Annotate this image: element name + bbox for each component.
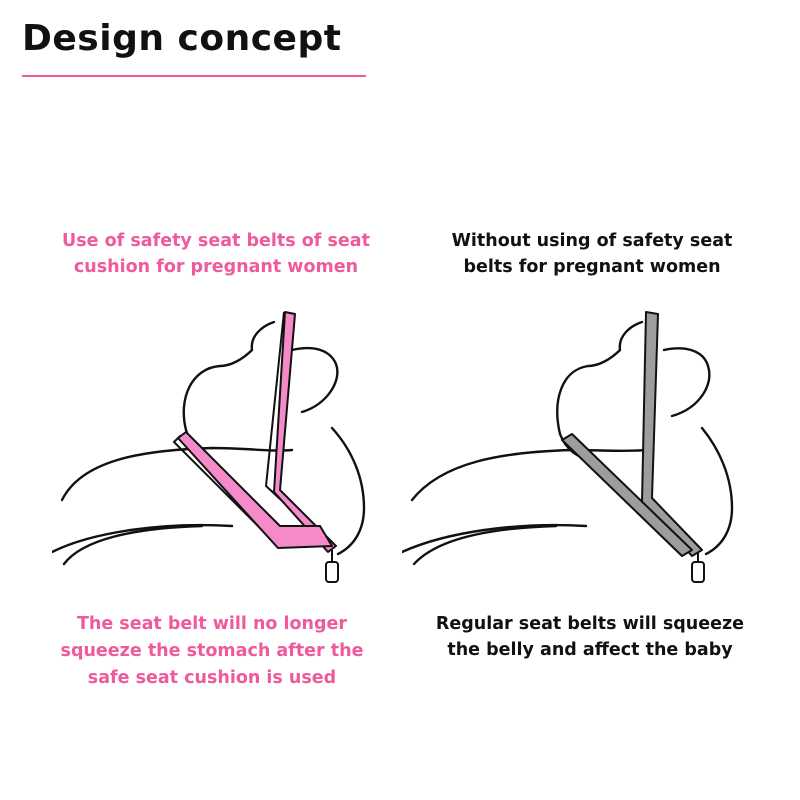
- thigh-lower-outline: [62, 524, 204, 566]
- thigh-upper-outline: [60, 446, 294, 502]
- left-bottom-caption-line-2: squeeze the stomach after the: [60, 641, 364, 661]
- right-bottom-caption-line-2: the belly and affect the baby: [447, 640, 733, 660]
- left-bottom-caption-line-1: The seat belt will no longer: [76, 614, 348, 634]
- title-underline: [22, 75, 366, 77]
- right-top-caption: Without using of safety seat belts for p…: [422, 228, 762, 280]
- right-top-caption-line-2: belts for pregnant women: [463, 257, 721, 277]
- right-bottom-caption-line-1: Regular seat belts will squeeze: [435, 614, 745, 634]
- leg-outline: [402, 523, 588, 554]
- gray-seat-belt: [561, 311, 703, 557]
- pink-seat-belt: [172, 311, 337, 553]
- leg-outline: [52, 523, 234, 554]
- left-top-caption-line-1: Use of safety seat belts of seat: [62, 231, 370, 251]
- left-bottom-caption-line-3: safe seat cushion is used: [87, 668, 337, 688]
- belt-shoulder-strap: [273, 311, 337, 553]
- thigh-lower-outline: [412, 524, 558, 566]
- belt-lap-strap: [561, 433, 693, 557]
- left-top-caption: Use of safety seat belts of seat cushion…: [46, 228, 386, 280]
- seat-outline: [700, 426, 734, 556]
- right-top-caption-line-1: Without using of safety seat: [451, 231, 733, 251]
- page-title: Design concept: [22, 18, 342, 59]
- seat-belt-buckle-icon: [691, 552, 705, 583]
- belt-lap-strap: [177, 431, 333, 549]
- back-outline: [290, 346, 339, 414]
- illustration-without-cushion: [402, 311, 734, 583]
- seat-belt-buckle-icon: [325, 550, 339, 583]
- back-outline: [662, 347, 711, 418]
- left-bottom-caption: The seat belt will no longer squeeze the…: [42, 611, 382, 692]
- right-bottom-caption: Regular seat belts will squeeze the bell…: [420, 611, 760, 663]
- illustration-with-cushion: [52, 311, 366, 583]
- thigh-upper-outline: [410, 448, 648, 502]
- left-top-caption-line-2: cushion for pregnant women: [73, 257, 359, 277]
- seat-outline: [330, 426, 366, 556]
